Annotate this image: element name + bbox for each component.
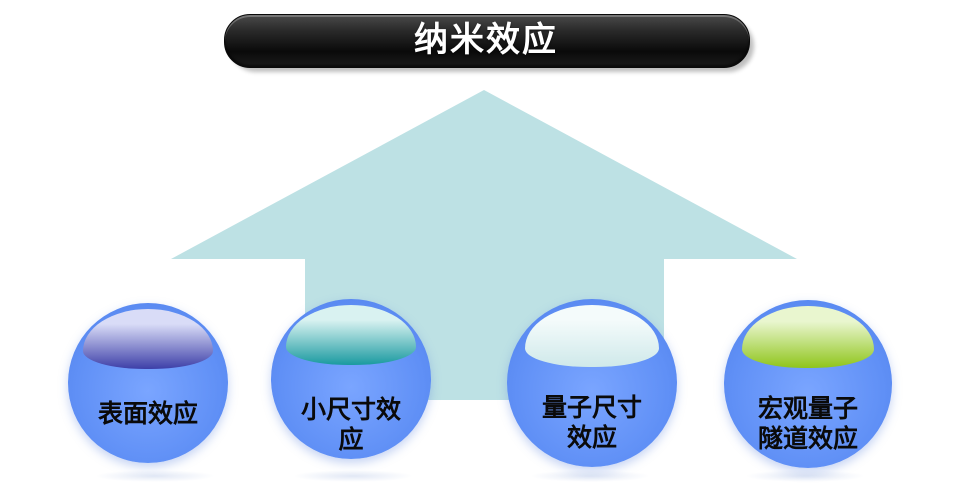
page-title: 纳米效应 <box>414 20 558 60</box>
effect-label: 小尺寸效应 <box>300 395 401 454</box>
effect-label: 量子尺寸效应 <box>541 393 642 452</box>
gloss-highlight <box>83 309 213 369</box>
gloss-highlight <box>742 306 874 368</box>
circle-shadow-2 <box>293 470 413 482</box>
effect-node-quantum-size: 量子尺寸效应 <box>507 299 677 467</box>
gloss-highlight <box>286 305 416 365</box>
circle-shadow-3 <box>530 470 650 482</box>
title-banner <box>224 14 750 68</box>
effect-label: 表面效应 <box>97 399 198 428</box>
circle-shadow-4 <box>745 470 865 482</box>
effect-node-surface: 表面效应 <box>68 303 228 463</box>
gloss-highlight <box>525 305 659 367</box>
effect-node-macro-quantum-tunnel: 宏观量子隧道效应 <box>724 300 892 468</box>
up-arrow-shape <box>171 90 797 400</box>
effect-label: 宏观量子隧道效应 <box>757 394 858 453</box>
circle-shadow-1 <box>95 470 215 482</box>
effect-node-small-size: 小尺寸效应 <box>271 299 431 459</box>
